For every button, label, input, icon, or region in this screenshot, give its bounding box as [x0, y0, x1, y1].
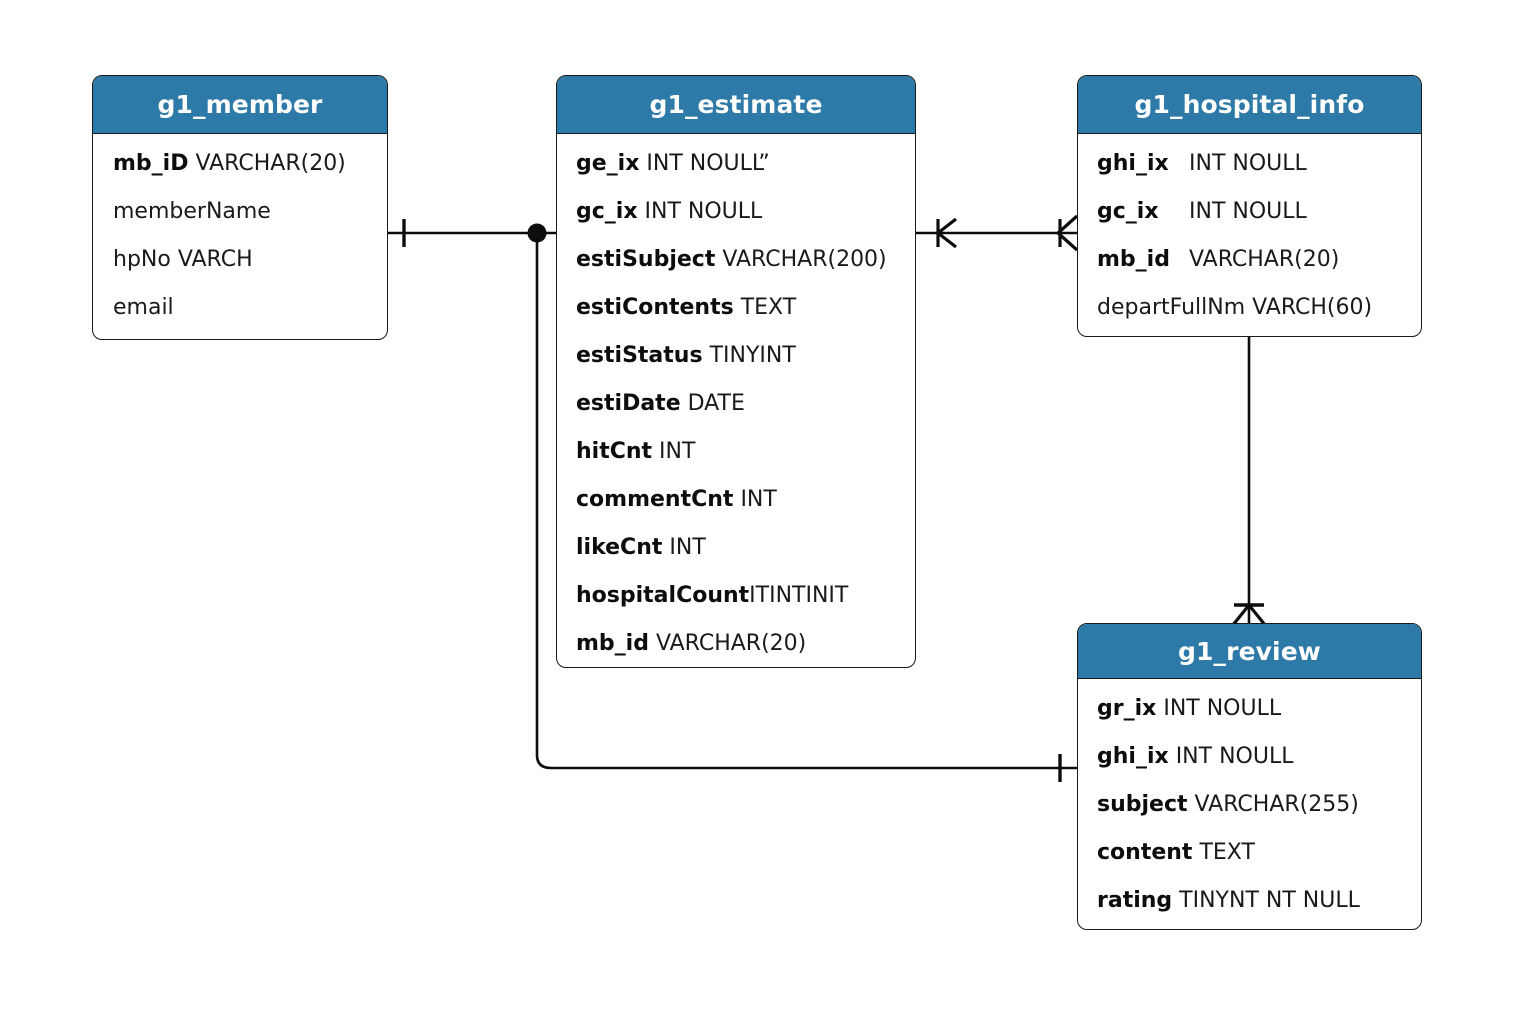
attribute-row: gc_ix INT NOULL — [557, 188, 915, 236]
attribute-type: DATE — [687, 391, 745, 416]
attribute-row: hitCnt INT — [557, 428, 915, 476]
relationship-member-estimate — [388, 219, 556, 247]
attribute-row: mb_id VARCHAR(20) — [1078, 236, 1421, 284]
attribute-name: memberName — [113, 199, 271, 224]
attribute-type: TINYNT NT NULL — [1179, 888, 1360, 913]
attribute-row: ghi_ix INT NOULL — [1078, 733, 1421, 781]
attribute-row: estiSubject VARCHAR(200) — [557, 236, 915, 284]
attribute-type: TINYINT — [709, 343, 796, 368]
attribute-type: INT — [659, 439, 696, 464]
attribute-row: rating TINYNT NT NULL — [1078, 877, 1421, 925]
attribute-name: estiStatus — [576, 343, 703, 368]
entity-g1-review[interactable]: g1_review gr_ix INT NOULL ghi_ix INT NOU… — [1077, 623, 1422, 930]
attribute-row: memberName — [93, 188, 387, 236]
attribute-type: TEXT — [740, 295, 797, 320]
entity-g1-estimate[interactable]: g1_estimate ge_ix INT NOULL” gc_ix INT N… — [556, 75, 916, 668]
attribute-type: INT — [740, 487, 777, 512]
attribute-name: commentCnt — [576, 487, 734, 512]
attribute-type: INT NOULL — [644, 199, 763, 224]
attribute-name: hospitalCount — [576, 583, 750, 608]
attribute-row: departFullNm VARCH(60) — [1078, 284, 1421, 332]
attribute-row: estiContents TEXT — [557, 284, 915, 332]
attribute-type: INT NOULL — [1175, 744, 1294, 769]
attribute-row: hospitalCountITINTINIT — [557, 572, 915, 620]
attribute-name: gc_ix — [1097, 199, 1159, 224]
attribute-name: ghi_ix — [1097, 744, 1169, 769]
attribute-name: likeCnt — [576, 535, 663, 560]
attribute-type: VARCH — [177, 247, 253, 272]
attribute-row: gc_ix INT NOULL — [1078, 188, 1421, 236]
attribute-name: gr_ix — [1097, 696, 1157, 721]
attribute-name: departFullNm — [1097, 295, 1246, 320]
attribute-type: INT NOULL — [1189, 151, 1307, 176]
attribute-row: email — [93, 284, 387, 332]
entity-title-g1-hospital-info: g1_hospital_info — [1078, 76, 1421, 134]
entity-title-g1-member: g1_member — [93, 76, 387, 134]
attribute-name: mb_id — [1097, 247, 1170, 272]
relationship-estimate-hospital — [916, 214, 1079, 252]
attribute-row: estiDate DATE — [557, 380, 915, 428]
attribute-name: estiDate — [576, 391, 681, 416]
attribute-name: hpNo — [113, 247, 171, 272]
attribute-name: gc_ix — [576, 199, 638, 224]
attribute-row: ge_ix INT NOULL” — [557, 140, 915, 188]
attribute-name: ge_ix — [576, 151, 640, 176]
junction-dot — [527, 223, 547, 243]
attribute-row: commentCnt INT — [557, 476, 915, 524]
attribute-row: mb_id VARCHAR(20) — [557, 620, 915, 667]
relationship-hospital-review — [1231, 337, 1267, 626]
attribute-row: gr_ix INT NOULL — [1078, 685, 1421, 733]
attribute-type: VARCHAR(255) — [1194, 792, 1359, 817]
attribute-type: ITINTINIT — [749, 583, 849, 608]
attribute-name: estiSubject — [576, 247, 716, 272]
attribute-row: content TEXT — [1078, 829, 1421, 877]
entity-attributes-g1-member: mb_iD VARCHAR(20) memberName hpNo VARCH … — [93, 134, 387, 338]
attribute-name: hitCnt — [576, 439, 653, 464]
attribute-name: email — [113, 295, 174, 320]
entity-title-g1-estimate: g1_estimate — [557, 76, 915, 134]
attribute-type: VARCHAR(200) — [722, 247, 887, 272]
entity-attributes-g1-estimate: ge_ix INT NOULL” gc_ix INT NOULL estiSub… — [557, 134, 915, 667]
attribute-name: rating — [1097, 888, 1173, 913]
attribute-type: INT NOULL — [1189, 199, 1307, 224]
attribute-name: mb_id — [576, 631, 649, 656]
entity-g1-member[interactable]: g1_member mb_iD VARCHAR(20) memberName h… — [92, 75, 388, 340]
entity-attributes-g1-review: gr_ix INT NOULL ghi_ix INT NOULL subject… — [1078, 679, 1421, 929]
attribute-type: INT NOULL” — [646, 151, 770, 176]
attribute-type: INT NOULL — [1163, 696, 1282, 721]
attribute-type: VARCHAR(20) — [195, 151, 346, 176]
attribute-name: ghi_ix — [1097, 151, 1169, 176]
attribute-row: subject VARCHAR(255) — [1078, 781, 1421, 829]
attribute-type: VARCHAR(20) — [1189, 247, 1340, 272]
attribute-type: TEXT — [1199, 840, 1255, 865]
attribute-row: estiStatus TINYINT — [557, 332, 915, 380]
attribute-row: hpNo VARCH — [93, 236, 387, 284]
entity-title-g1-review: g1_review — [1078, 624, 1421, 679]
attribute-name: estiContents — [576, 295, 734, 320]
attribute-row: mb_iD VARCHAR(20) — [93, 140, 387, 188]
attribute-name: mb_iD — [113, 151, 189, 176]
attribute-type: INT — [669, 535, 706, 560]
attribute-row: ghi_ix INT NOULL — [1078, 140, 1421, 188]
attribute-row: likeCnt INT — [557, 524, 915, 572]
attribute-type: VARCHAR(20) — [655, 631, 807, 656]
attribute-name: subject — [1097, 792, 1188, 817]
attribute-name: content — [1097, 840, 1193, 865]
attribute-type: VARCH(60) — [1252, 295, 1373, 320]
